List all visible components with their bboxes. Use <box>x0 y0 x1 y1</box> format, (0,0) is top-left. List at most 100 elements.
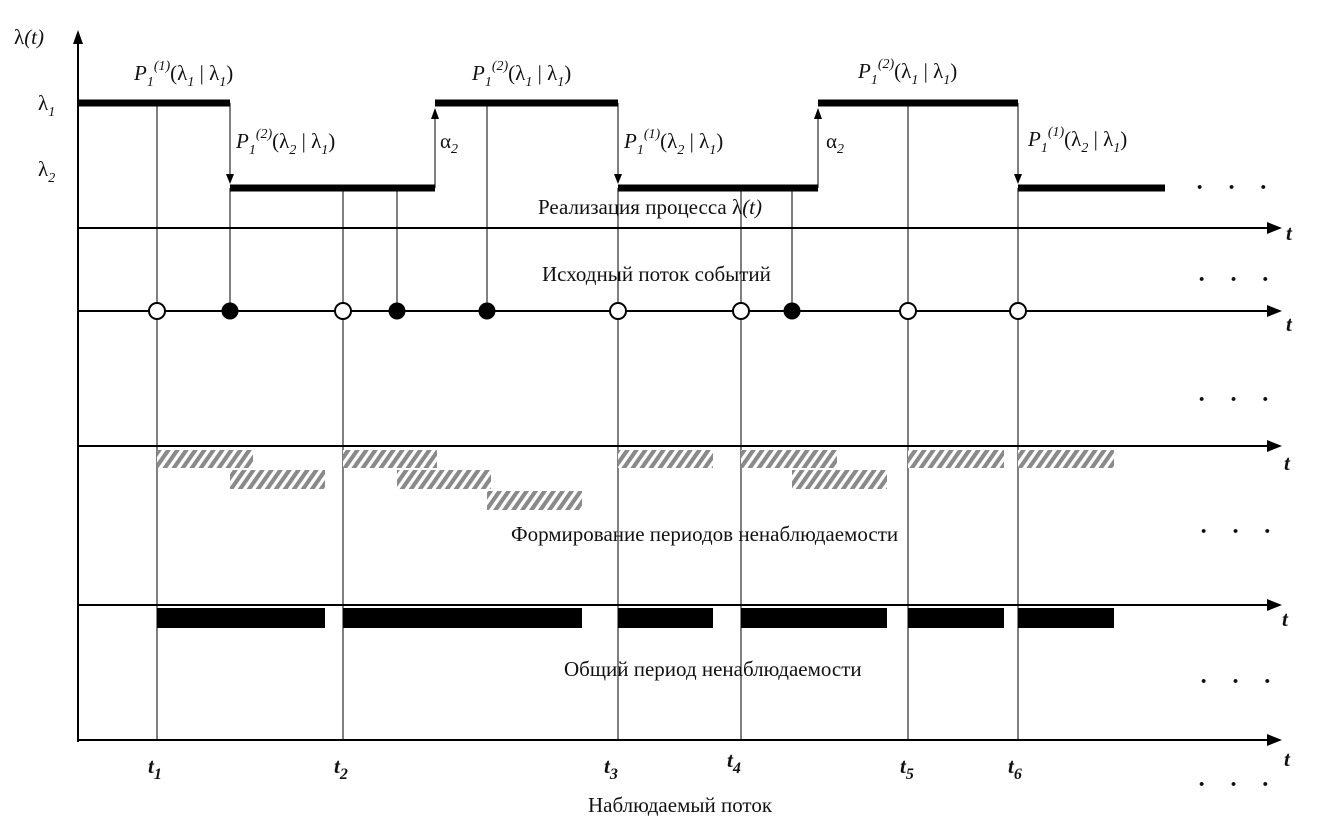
tr1-P: P <box>133 61 147 85</box>
tr6-P: P <box>1027 127 1041 151</box>
tr5-arg1-sub: 1 <box>911 73 918 88</box>
common-dead-time-bar <box>343 608 582 628</box>
row-title-forming: Формирование периодов ненаблюдаемости <box>511 522 898 546</box>
dead-time-bar <box>487 491 582 510</box>
transition-label-4: P1(1)(λ2 | λ1) <box>623 127 723 158</box>
time-mark-t2: t2 <box>334 754 348 783</box>
tr1-arg1: λ <box>177 61 188 85</box>
level-lambda1-sub: 1 <box>48 105 55 120</box>
tr3-arg1: λ <box>515 61 526 85</box>
tr3-P: P <box>471 61 485 85</box>
alpha-label: α2 <box>440 129 458 157</box>
dead-time-bar <box>1018 450 1114 468</box>
tr2-arg2-sub: 1 <box>321 143 328 158</box>
source-events <box>148 302 1027 320</box>
t6-t: t <box>1008 754 1015 778</box>
tr3-sup: (2) <box>492 59 509 74</box>
tr4-sub: 1 <box>637 143 644 158</box>
dead-time-bar <box>397 470 491 489</box>
transition-label-2: P1(2)(λ2 | λ1) <box>235 127 335 158</box>
level-label-lambda2: λ2 <box>38 157 55 186</box>
level-lambda2-sub: 2 <box>48 171 55 186</box>
alpha-label: α2 <box>826 129 844 157</box>
lost-event-marker <box>783 302 801 320</box>
t2-sub: 2 <box>339 766 348 783</box>
time-axis-3-arrow-icon <box>1267 440 1282 452</box>
lost-event-marker <box>388 302 406 320</box>
tr1-arg2: λ <box>209 61 220 85</box>
transition-label-1: P1(1)(λ1 | λ1) <box>133 59 233 90</box>
tr3-arg2-sub: 1 <box>557 75 564 90</box>
y-axis-label-sym: λ <box>14 25 25 49</box>
row-title-source: Исходный поток событий <box>542 262 771 286</box>
t-label: t <box>1282 607 1289 631</box>
alpha-sub: 2 <box>451 142 458 157</box>
transition-labels: P1(1)(λ1 | λ1) P1(2)(λ2 | λ1) P1(2)(λ1 |… <box>133 57 1127 158</box>
tr4-sup: (1) <box>644 127 661 142</box>
down-arrow-head-icon <box>1014 174 1022 184</box>
tr4-arg1: λ <box>667 129 678 153</box>
observed-event-marker <box>609 302 627 320</box>
t5-t: t <box>900 754 907 778</box>
tr1-sub: 1 <box>147 75 154 90</box>
transition-label-5: P1(2)(λ1 | λ1) <box>857 57 957 88</box>
common-dead-time-bar <box>908 608 1004 628</box>
y-axis-label: λ(t) <box>14 25 44 49</box>
tr5-sub: 1 <box>871 73 878 88</box>
tr4-P: P <box>623 129 637 153</box>
y-axis-label-arg: (t) <box>24 25 44 49</box>
level-label-lambda1: λ1 <box>38 91 55 120</box>
lost-event-marker <box>221 302 239 320</box>
row-title-process-sym: λ <box>732 195 743 219</box>
level-lambda2-sym: λ <box>38 157 49 181</box>
dead-time-bar <box>157 450 253 468</box>
tr4-arg2: λ <box>699 129 710 153</box>
dead-time-bar <box>741 450 837 468</box>
tr4-arg1-sub: 2 <box>677 143 684 158</box>
tr3-arg2: λ <box>547 61 558 85</box>
tr2-P: P <box>235 129 249 153</box>
alpha-sub: 2 <box>837 142 844 157</box>
transition-label-6: P1(1)(λ2 | λ1) <box>1027 125 1127 156</box>
t4-sub: 4 <box>732 760 741 777</box>
dead-time-bar <box>792 470 887 489</box>
tr2-arg1-sub: 2 <box>289 143 296 158</box>
tr2-arg1: λ <box>279 129 290 153</box>
tr6-arg1: λ <box>1071 127 1082 151</box>
time-mark-t6: t6 <box>1008 754 1022 783</box>
lost-event-marker <box>478 302 496 320</box>
time-axes <box>78 222 1282 746</box>
t4-t: t <box>727 748 734 772</box>
dead-time-bar <box>343 450 437 468</box>
transition-arrows-up <box>431 108 822 188</box>
common-dead-time-bar <box>741 608 887 628</box>
tr6-arg2-sub: 1 <box>1113 141 1120 156</box>
tr6-sub: 1 <box>1041 141 1048 156</box>
t-label: t <box>1286 312 1293 336</box>
ellipsis: · · · <box>1198 663 1279 700</box>
time-axis-1-arrow-icon <box>1267 222 1282 234</box>
level-lambda1-sym: λ <box>38 91 49 115</box>
row-title-process: Реализация процесса λ(t) <box>538 195 762 219</box>
t1-t: t <box>148 754 155 778</box>
tr5-sup: (2) <box>878 57 895 72</box>
observed-event-marker <box>732 302 750 320</box>
ellipses: · · · · · · · · · · · · · · · · · · <box>1194 169 1279 803</box>
t-labels: t t t t t <box>1282 221 1293 771</box>
transition-arrows-down <box>226 103 1022 184</box>
time-mark-t5: t5 <box>900 754 914 783</box>
ellipsis: · · · <box>1198 513 1279 550</box>
tr1-arg1-sub: 1 <box>187 75 194 90</box>
dead-time-bar <box>618 450 713 468</box>
ellipsis: · · · <box>1194 169 1275 206</box>
tr5-arg2-sub: 1 <box>943 73 950 88</box>
dead-time-bar <box>908 450 1004 468</box>
time-mark-t1: t1 <box>148 754 162 783</box>
t-label: t <box>1284 747 1291 771</box>
up-arrow-head-icon <box>431 108 439 119</box>
dead-time-bar <box>230 470 325 489</box>
row-title-common: Общий период ненаблюдаемости <box>564 657 862 681</box>
down-arrow-head-icon <box>226 174 234 184</box>
observed-event-marker <box>899 302 917 320</box>
